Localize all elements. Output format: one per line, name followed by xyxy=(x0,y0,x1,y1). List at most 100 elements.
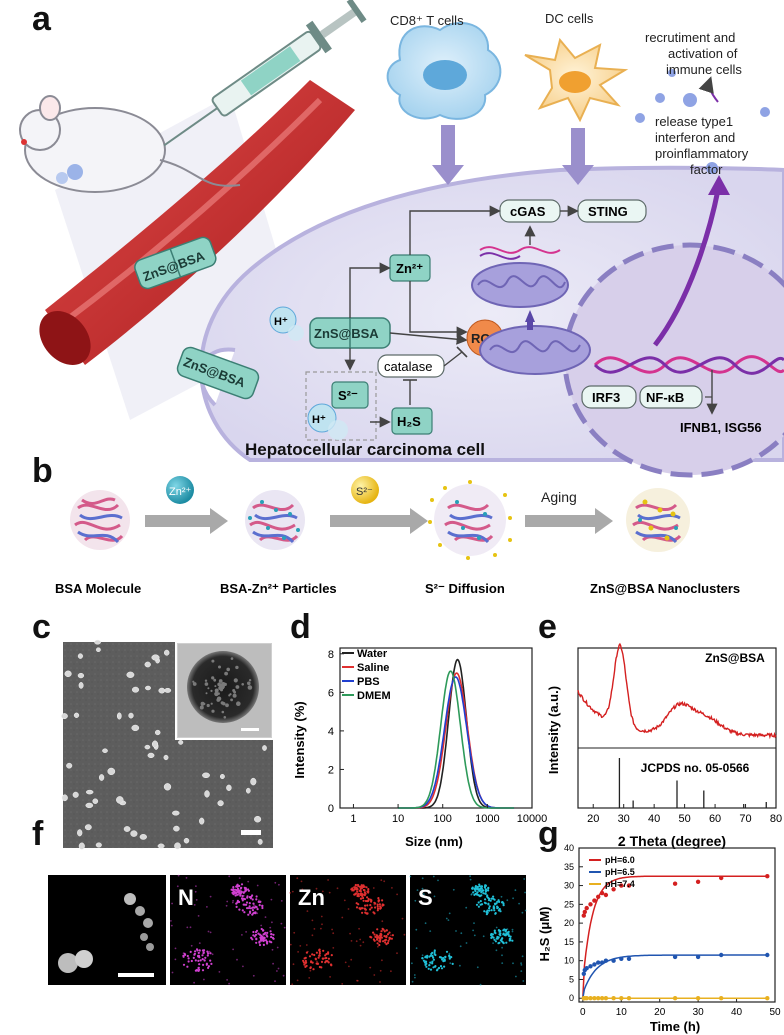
panel-label-b: b xyxy=(32,452,53,490)
eds-dot xyxy=(255,941,258,944)
genes-label: IFNB1, ISG56 xyxy=(680,420,762,435)
g-ytick-label: 0 xyxy=(569,993,574,1003)
g-ylabel: H₂S (μM) xyxy=(537,907,552,962)
eds-dot xyxy=(369,908,372,911)
eds-dot xyxy=(187,957,190,960)
eds-dot xyxy=(231,891,234,894)
panel-a-schematic: ZnS@BSA ZnS@BSA CD8⁺ T cells DC cells re… xyxy=(19,0,784,478)
eds-dot xyxy=(377,897,380,900)
dc-cell xyxy=(524,37,629,123)
g-fit-0 xyxy=(582,875,768,999)
eds-dot xyxy=(363,893,366,896)
cell-title: Hepatocellular carcinoma cell xyxy=(245,440,485,459)
nanoparticle xyxy=(245,787,251,794)
eds-dot xyxy=(376,942,379,945)
eds-dot xyxy=(331,928,333,931)
eds-dot xyxy=(170,924,173,927)
eds-dot xyxy=(243,911,246,914)
g-xtick-label: 10 xyxy=(616,1007,628,1018)
g-xtick-label: 40 xyxy=(731,1007,743,1018)
nanoparticle xyxy=(130,830,138,837)
tem-grain xyxy=(218,665,221,669)
tem-grain xyxy=(221,710,225,714)
eds-dot xyxy=(269,926,272,929)
eds-dot xyxy=(292,963,295,966)
g-point xyxy=(695,879,701,884)
eds-dot xyxy=(447,919,450,921)
nanoparticle xyxy=(84,824,92,831)
tem-grain xyxy=(214,688,219,693)
eds-dot xyxy=(238,884,241,888)
eds-dot xyxy=(413,974,416,976)
e-reference: JCPDS no. 05-0566 xyxy=(641,761,750,775)
e-xtick-label: 40 xyxy=(648,813,660,825)
tem-grain xyxy=(199,705,204,710)
eds-dot xyxy=(189,926,192,929)
eds-dot xyxy=(185,877,188,879)
eds-dot xyxy=(379,907,382,910)
eds-dot xyxy=(289,892,292,894)
eds-dot xyxy=(206,950,209,953)
eds-dot xyxy=(184,953,187,956)
nanoparticle xyxy=(98,774,105,781)
eds-dot xyxy=(377,945,379,948)
eds-dot xyxy=(245,931,248,933)
eds-dot xyxy=(443,965,446,968)
eds-dot xyxy=(378,937,381,940)
eds-dot xyxy=(498,941,501,944)
eds-dot xyxy=(304,965,307,968)
eds-dot xyxy=(236,890,240,894)
eds-dot xyxy=(448,957,451,960)
nanoparticle xyxy=(257,838,263,845)
tem-grain xyxy=(211,676,215,680)
reagent-zn: Zn²⁺ xyxy=(169,486,192,498)
eds-dot xyxy=(381,959,383,962)
eds-dot xyxy=(381,904,384,907)
nanoparticle xyxy=(164,687,172,693)
eds-dot xyxy=(359,938,362,941)
g-point xyxy=(719,952,724,958)
eds-dot xyxy=(493,929,496,932)
eds-dot xyxy=(518,902,520,905)
eds-dot xyxy=(207,965,210,968)
eds-dot xyxy=(373,912,376,915)
eds-dot xyxy=(490,909,493,912)
eds-dot xyxy=(359,887,362,890)
d-ytick-label: 8 xyxy=(328,649,334,661)
eds-dot xyxy=(520,962,522,965)
eds-dot xyxy=(201,958,204,961)
eds-dot xyxy=(327,957,330,960)
eds-dot xyxy=(314,958,317,961)
eds-dot xyxy=(380,879,383,882)
eds-dot xyxy=(197,915,200,917)
g-point xyxy=(765,996,770,1001)
eds-dot xyxy=(376,905,379,908)
nanoparticle xyxy=(123,826,131,832)
mouse-illustration xyxy=(19,95,241,193)
tem-grain xyxy=(192,682,197,686)
g-point xyxy=(599,996,605,1001)
blood-vessel xyxy=(45,80,355,365)
nanoparticle xyxy=(85,802,94,809)
e-xtick-label: 60 xyxy=(709,813,721,825)
eds-dot xyxy=(201,969,205,972)
eds-dot xyxy=(477,901,480,904)
eds-dot xyxy=(391,887,393,889)
eds-dot xyxy=(422,893,425,895)
eds-dot xyxy=(231,901,234,904)
h-plus-label-2: H⁺ xyxy=(312,414,326,426)
eds-dot xyxy=(511,928,514,931)
nanoparticle xyxy=(173,825,180,832)
bsa-molecule-icon xyxy=(70,490,130,550)
legend-ph74: pH=7.4 xyxy=(605,879,635,889)
tem-grain xyxy=(213,678,217,682)
eds-dot xyxy=(483,901,486,904)
eds-dot xyxy=(249,907,252,910)
tem-grain xyxy=(230,698,234,702)
eds-dot xyxy=(364,899,368,903)
tem-grain xyxy=(204,682,209,686)
eds-dot xyxy=(261,904,264,907)
eds-dot xyxy=(508,937,511,941)
eds-dot xyxy=(470,893,473,896)
eds-dot xyxy=(311,934,314,937)
